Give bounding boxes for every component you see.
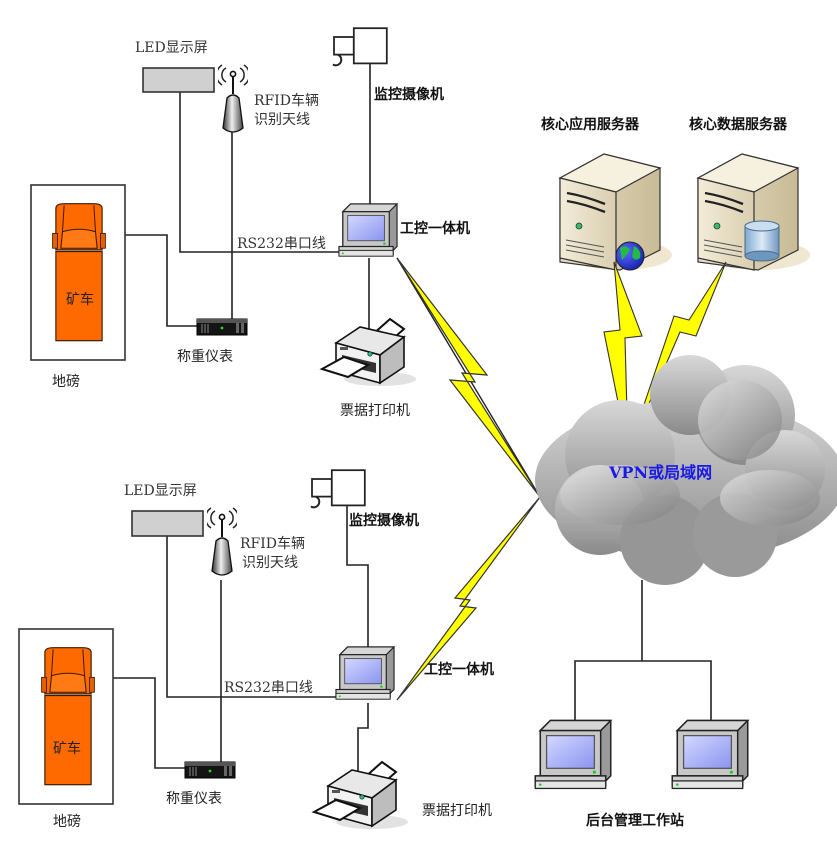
led-wire [179,92,340,253]
workstation-bus [574,660,712,722]
mine-truck-icon [51,202,107,342]
rfid-label-line2: 识别天线 [254,112,310,128]
lightning-bolt-icon [396,496,541,701]
camera-label: 监控摄像机 [349,512,419,529]
admin-workstations: 后台管理工作站 [534,580,749,829]
serial-cable-label: RS232串口线 [237,236,326,252]
wireless-links [396,257,541,701]
surveillance-camera-icon [331,26,389,67]
industrial-pc-icon [338,203,398,257]
ticket-printer-icon [320,317,418,388]
database-icon [744,220,780,262]
workstation-1-icon [534,719,612,790]
meter-wire [113,677,186,769]
weighing-meter-label: 称重仪表 [177,349,233,365]
weighing-meter-label: 称重仪表 [166,791,222,807]
core-data-server: 核心数据服务器 [689,116,810,271]
mine-truck-icon [40,646,96,786]
weighing-meter-icon [184,761,236,779]
network-label: VPN或局域网 [608,463,712,482]
vpn-lan-cloud: VPN或局域网 [535,355,837,585]
core-data-server-label: 核心数据服务器 [689,116,788,133]
industrial-pc-label: 工控一体机 [424,661,494,678]
rfid-label-line1: RFID车辆 [254,92,319,109]
led-wire [166,536,336,698]
surveillance-camera-icon [309,468,367,509]
industrial-pc-icon [335,646,395,700]
led-label: LED显示屏 [135,40,208,56]
industrial-pc-label: 工控一体机 [400,220,470,237]
rfid-antenna-icon [207,506,237,577]
printer-wire [357,703,369,795]
workstation-2-icon [671,719,749,790]
camera-label: 监控摄像机 [374,86,444,103]
led-display [131,510,204,537]
ticket-printer-icon [312,760,410,831]
rfid-antenna-icon [218,63,248,134]
weighing-meter-icon [196,318,248,336]
serial-cable-label: RS232串口线 [224,680,313,696]
led-label: LED显示屏 [124,483,197,499]
rfid-label-line1: RFID车辆 [240,535,305,552]
camera-wire [346,497,369,648]
ticket-printer-label: 票据打印机 [422,802,492,819]
core-app-server-label: 核心应用服务器 [541,116,640,133]
ticket-printer-label: 票据打印机 [340,402,410,419]
truck-label: 矿车 [53,740,81,757]
led-display [142,67,215,93]
weighbridge-label: 地磅 [52,373,80,390]
meter-wire [125,234,198,327]
core-app-server: 核心应用服务器 [541,116,672,271]
rfid-label-line2: 识别天线 [242,555,298,571]
weighbridge-label: 地磅 [53,813,81,830]
site-1: LED显示屏 RFID车辆 识别天线 监控摄像机 工控一体机 RS232串口线 … [30,26,470,419]
site-2: LED显示屏 RFID车辆 识别天线 监控摄像机 工控一体机 RS232串口线 … [18,468,494,831]
workstation-label: 后台管理工作站 [586,812,684,829]
truck-label: 矿车 [66,291,94,308]
